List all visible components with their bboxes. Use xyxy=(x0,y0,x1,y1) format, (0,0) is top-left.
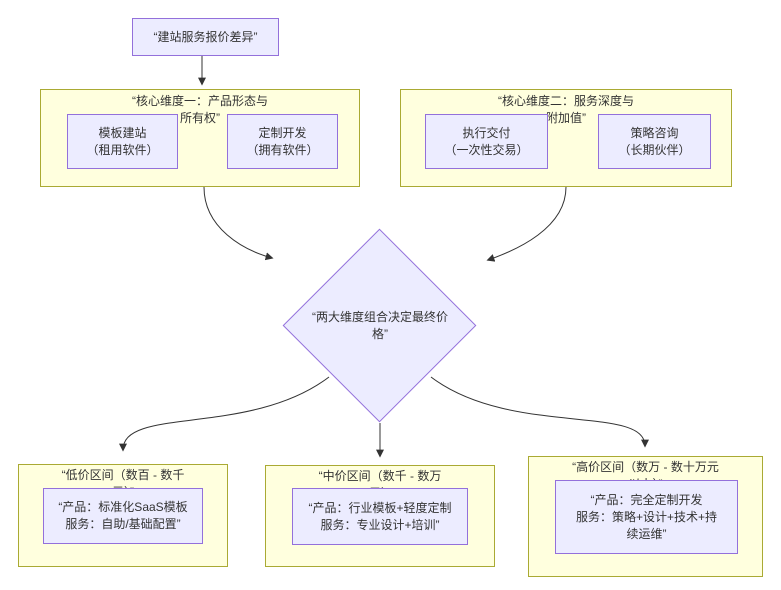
cluster-dimension1-title: “核心维度一：产品形态与 所有权” xyxy=(132,94,268,125)
node-root: “建站服务报价差异” xyxy=(132,18,279,56)
node-template-site: 模板建站 （租用软件） xyxy=(67,114,178,169)
edge-decision-to-low xyxy=(119,376,330,452)
node-tier-low-detail: “产品：标准化SaaS模板 服务：自助/基础配置” xyxy=(43,488,203,544)
edge-dimension1-to-decision xyxy=(203,186,274,261)
node-tier-high-detail: “产品：完全定制开发 服务：策略+设计+技术+持 续运维” xyxy=(555,480,738,554)
edge-dimension2-to-decision xyxy=(486,186,567,262)
node-tier-mid-detail: “产品：行业模板+轻度定制 服务：专业设计+培训” xyxy=(292,488,468,545)
decision-diamond-label: “两大维度组合决定最终价 格” xyxy=(312,310,448,341)
node-execution-delivery: 执行交付 （一次性交易） xyxy=(425,114,548,169)
cluster-dimension2-title: “核心维度二：服务深度与 附加值” xyxy=(498,94,634,125)
edge-decision-to-high xyxy=(430,376,649,448)
node-strategy-consulting: 策略咨询 （长期伙伴） xyxy=(598,114,711,169)
node-custom-dev: 定制开发 （拥有软件） xyxy=(227,114,338,169)
